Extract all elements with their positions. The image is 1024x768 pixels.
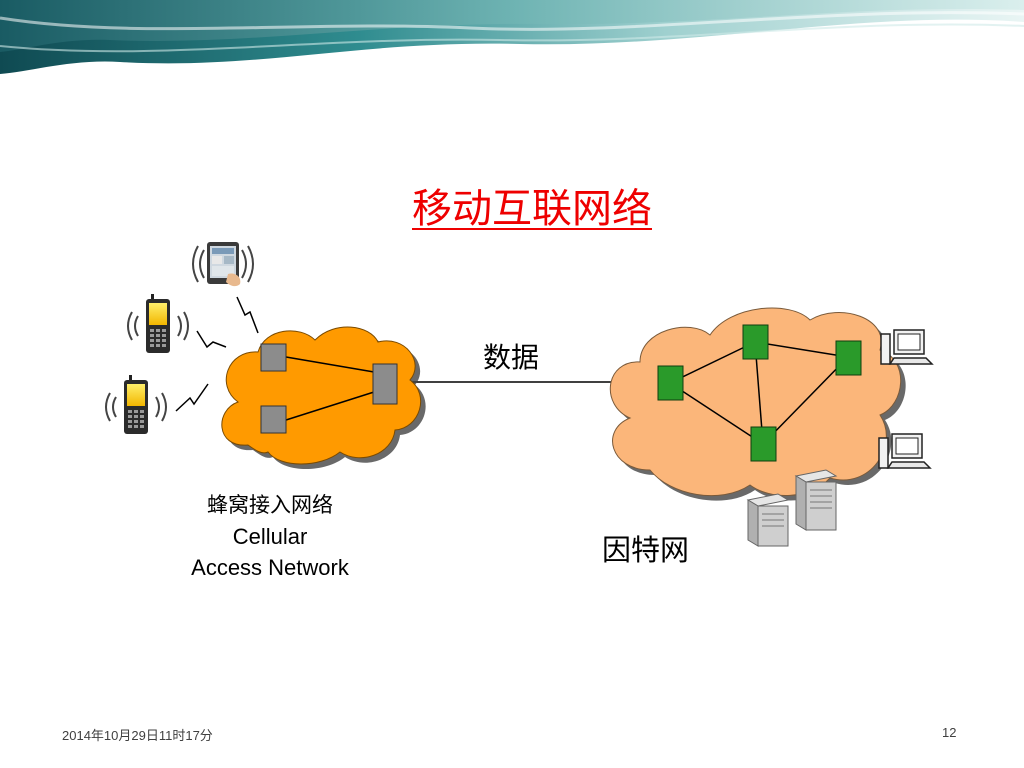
- tablet-icon: [192, 242, 254, 287]
- lightning-signal-icon: [175, 296, 259, 412]
- internet-node: [835, 340, 862, 376]
- cellular-node: [260, 343, 287, 372]
- internet-label: 因特网: [602, 533, 690, 567]
- internet-node: [750, 426, 777, 462]
- internet-node: [742, 324, 769, 360]
- cellular-node: [260, 405, 287, 434]
- cellular-network-label-zh: 蜂窝接入网络: [207, 493, 333, 517]
- header-band: [0, 0, 1024, 80]
- cellular-links: [285, 356, 375, 421]
- mobile-phone-icon: [127, 294, 189, 353]
- server-icon: [746, 493, 790, 547]
- internet-node: [657, 365, 684, 401]
- mobile-phone-icon: [105, 375, 167, 434]
- internet-links: [669, 341, 849, 445]
- computer-icon: [878, 433, 932, 469]
- data-link-label: 数据: [483, 341, 540, 374]
- cellular-gateway-node: [372, 363, 398, 405]
- internet-nodes: [657, 324, 862, 462]
- server-icon: [794, 469, 838, 531]
- footer-date: 2014年10月29日11时17分: [62, 728, 213, 743]
- cellular-nodes: [260, 343, 398, 434]
- page-number: 12: [942, 725, 957, 740]
- computer-icon: [880, 329, 934, 365]
- cellular-network-label-en-line2: Access Network: [191, 555, 349, 580]
- cellular-network-label-en-line1: Cellular: [232, 524, 308, 549]
- cellular-network-caption: 蜂窝接入网络 Cellular Access Network: [150, 490, 390, 583]
- slide-title: 移动互联网络: [412, 186, 652, 232]
